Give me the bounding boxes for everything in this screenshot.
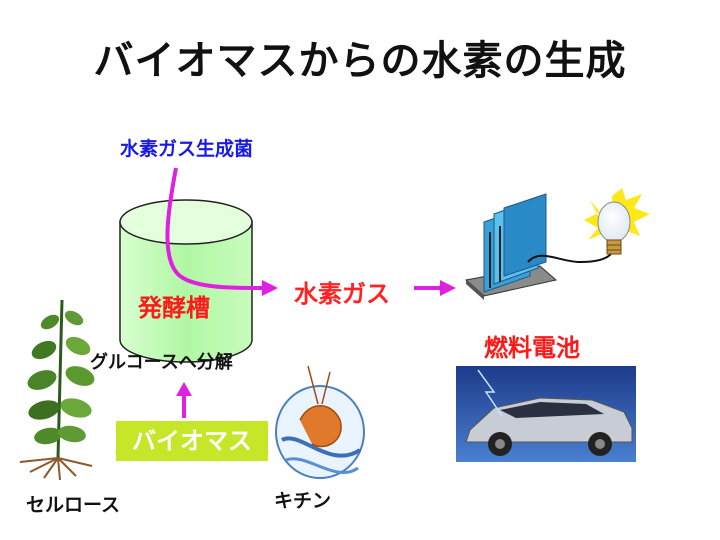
biomass-box: バイオマス (116, 421, 268, 461)
plant-icon (19, 299, 95, 481)
cellulose-label: セルロース (26, 494, 121, 516)
shrimp-icon (275, 365, 365, 479)
car-photo (456, 366, 636, 462)
bacteria-flow-arrow (165, 167, 278, 296)
decomposition-label: グルコースへ分解 (90, 352, 233, 373)
chitin-label: キチン (274, 490, 332, 512)
fuel-cell-icon (464, 193, 615, 300)
gas-to-fuelcell-arrow (414, 280, 456, 296)
fuel-cell-label: 燃料電池 (484, 334, 580, 362)
hydrogen-gas-label: 水素ガス (294, 280, 390, 308)
biomass-to-tank-arrow (176, 382, 192, 418)
fermentation-tank (119, 199, 253, 363)
bacteria-label: 水素ガス生成菌 (120, 138, 254, 160)
tank-label: 発酵槽 (138, 294, 210, 322)
light-bulb-icon (584, 188, 650, 255)
page-title: バイオマスからの水素の生成 (93, 38, 627, 84)
